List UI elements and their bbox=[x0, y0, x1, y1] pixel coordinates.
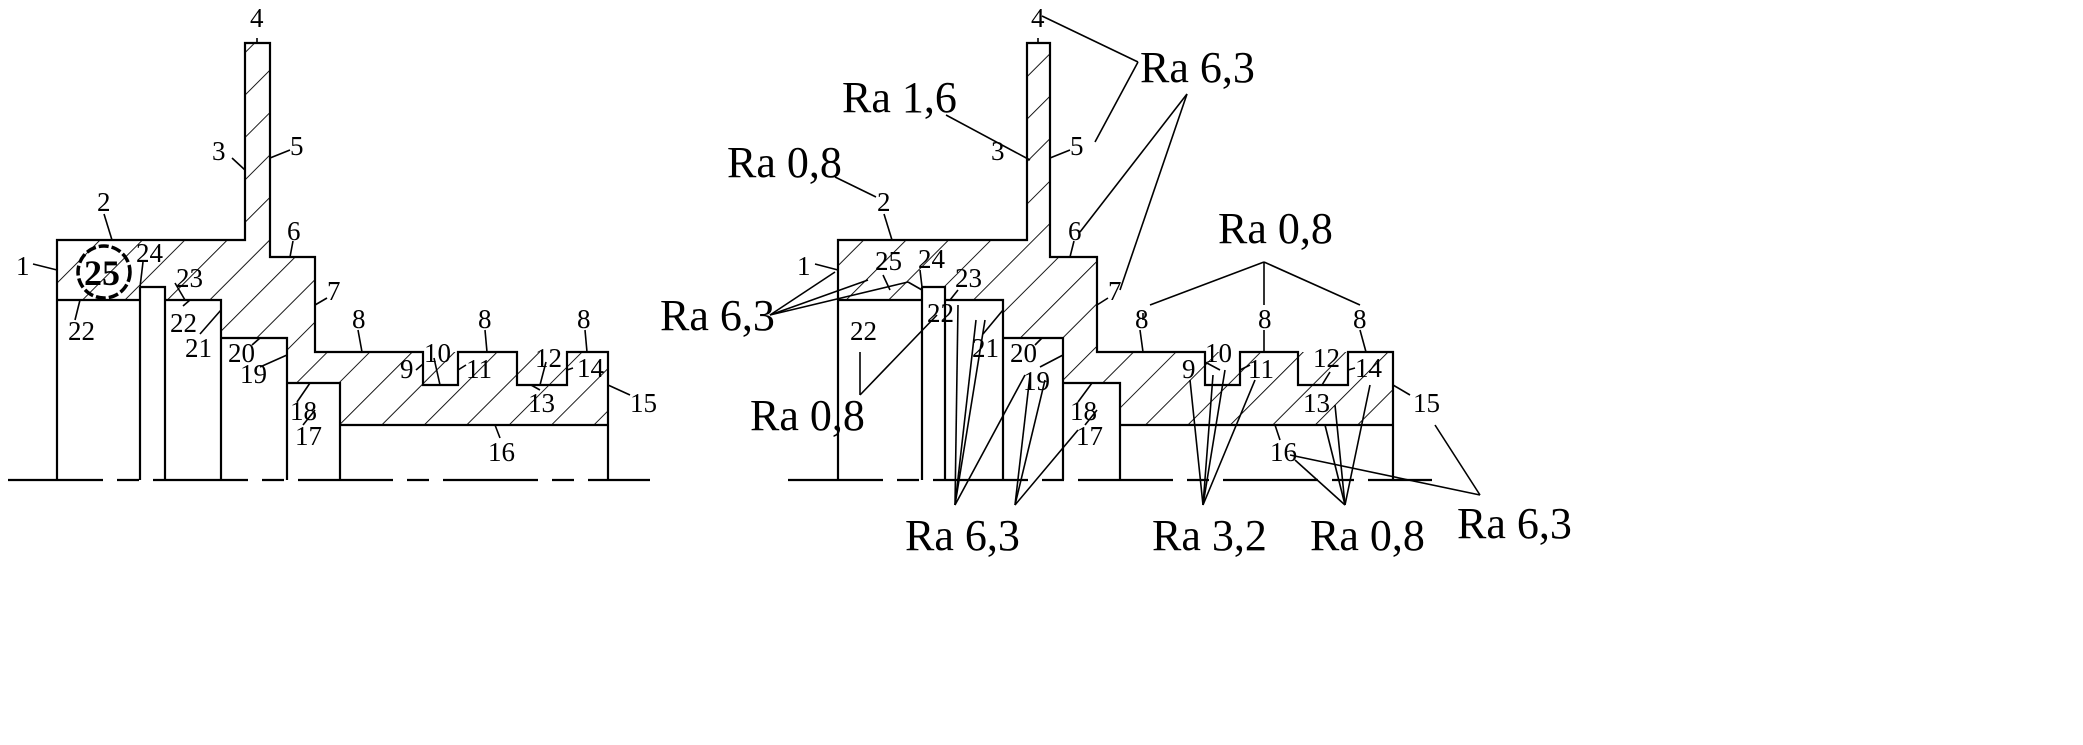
left-label-4: 4 bbox=[250, 3, 264, 33]
ra-6-3-top: Ra 6,3 bbox=[1140, 43, 1255, 92]
right-label-15: 15 bbox=[1413, 388, 1440, 418]
left-label-24: 24 bbox=[136, 238, 164, 268]
right-section-hatch bbox=[838, 43, 1393, 425]
left-label-10: 10 bbox=[424, 338, 451, 368]
left-label-6: 6 bbox=[287, 216, 301, 246]
right-label-14: 14 bbox=[1355, 353, 1383, 383]
right-label-11: 11 bbox=[1248, 354, 1274, 384]
right-label-7: 7 bbox=[1108, 276, 1122, 306]
right-label-25: 25 bbox=[875, 246, 902, 276]
left-label-17: 17 bbox=[295, 421, 322, 451]
right-label-22a: 22 bbox=[850, 316, 877, 346]
right-label-9: 9 bbox=[1182, 354, 1196, 384]
left-label-8b: 8 bbox=[478, 304, 492, 334]
left-label-5: 5 bbox=[290, 131, 304, 161]
right-surface-numbers: 1 2 3 4 5 6 7 8 8 8 9 10 11 12 13 14 15 … bbox=[797, 3, 1440, 467]
ra-1-6: Ra 1,6 bbox=[842, 73, 957, 122]
left-label-22a: 22 bbox=[68, 316, 95, 346]
left-highlight-circle bbox=[76, 244, 132, 300]
left-bore-steps bbox=[57, 285, 608, 480]
right-label-2: 2 bbox=[877, 187, 891, 217]
right-label-6: 6 bbox=[1068, 216, 1082, 246]
ra-6-3-left: Ra 6,3 bbox=[660, 291, 775, 340]
left-label-8c: 8 bbox=[577, 304, 591, 334]
right-section-outline bbox=[836, 41, 1395, 480]
left-label-22b: 22 bbox=[170, 308, 197, 338]
right-part-view: 1 2 3 4 5 6 7 8 8 8 9 10 11 12 13 14 15 … bbox=[660, 3, 1572, 560]
left-part-view: 25 bbox=[8, 3, 657, 482]
right-label-12: 12 bbox=[1313, 343, 1340, 373]
right-bore-steps bbox=[838, 285, 1393, 480]
right-label-5: 5 bbox=[1070, 131, 1084, 161]
right-label-3: 3 bbox=[991, 136, 1005, 166]
right-label-20: 20 bbox=[1010, 338, 1037, 368]
left-label-21: 21 bbox=[185, 333, 212, 363]
left-label-8a: 8 bbox=[352, 304, 366, 334]
right-number-leaders bbox=[814, 38, 1411, 441]
left-label-23: 23 bbox=[176, 263, 203, 293]
right-label-16: 16 bbox=[1270, 437, 1297, 467]
left-label-12: 12 bbox=[535, 343, 562, 373]
ra-0-8-top-right: Ra 0,8 bbox=[1218, 204, 1333, 253]
left-surface-numbers: 1 2 3 4 5 6 7 8 8 8 9 10 11 12 13 14 15 … bbox=[16, 3, 657, 467]
right-roughness-leaders bbox=[769, 15, 1481, 506]
right-label-13: 13 bbox=[1303, 388, 1330, 418]
left-label-11: 11 bbox=[466, 354, 492, 384]
ra-0-8-bottom: Ra 0,8 bbox=[1310, 511, 1425, 560]
left-label-13: 13 bbox=[528, 388, 555, 418]
left-label-3: 3 bbox=[212, 136, 226, 166]
ra-6-3-bottom-left: Ra 6,3 bbox=[905, 511, 1020, 560]
right-label-19: 19 bbox=[1023, 366, 1050, 396]
left-highlight-label: 25 bbox=[84, 253, 120, 293]
right-label-8c: 8 bbox=[1353, 304, 1367, 334]
right-label-8b: 8 bbox=[1258, 304, 1272, 334]
left-label-9: 9 bbox=[400, 354, 414, 384]
ra-0-8-top-left: Ra 0,8 bbox=[727, 138, 842, 187]
left-label-18: 18 bbox=[290, 396, 317, 426]
right-label-4: 4 bbox=[1031, 3, 1045, 33]
ra-0-8-left: Ra 0,8 bbox=[750, 391, 865, 440]
left-label-19: 19 bbox=[240, 359, 267, 389]
left-label-15: 15 bbox=[630, 388, 657, 418]
left-label-14: 14 bbox=[577, 353, 605, 383]
left-section-outline bbox=[55, 41, 610, 480]
ra-3-2-bottom: Ra 3,2 bbox=[1152, 511, 1267, 560]
right-label-17: 17 bbox=[1076, 421, 1103, 451]
right-label-10: 10 bbox=[1205, 338, 1232, 368]
right-label-1: 1 bbox=[797, 251, 811, 281]
ra-6-3-bottom-right: Ra 6,3 bbox=[1457, 499, 1572, 548]
roughness-annotations: Ra 6,3 Ra 1,6 Ra 0,8 Ra 0,8 Ra 6,3 Ra 0,… bbox=[660, 43, 1572, 560]
left-section-hatch bbox=[57, 43, 608, 425]
right-label-8a: 8 bbox=[1135, 304, 1149, 334]
right-label-21: 21 bbox=[972, 333, 999, 363]
left-leaders bbox=[32, 38, 631, 439]
left-label-2: 2 bbox=[97, 187, 111, 217]
right-label-18: 18 bbox=[1070, 396, 1097, 426]
left-label-20: 20 bbox=[228, 338, 255, 368]
right-label-22b: 22 bbox=[927, 298, 954, 328]
right-label-24: 24 bbox=[918, 244, 946, 274]
left-label-16: 16 bbox=[488, 437, 515, 467]
left-label-7: 7 bbox=[327, 276, 341, 306]
right-label-23: 23 bbox=[955, 263, 982, 293]
left-label-1: 1 bbox=[16, 251, 30, 281]
